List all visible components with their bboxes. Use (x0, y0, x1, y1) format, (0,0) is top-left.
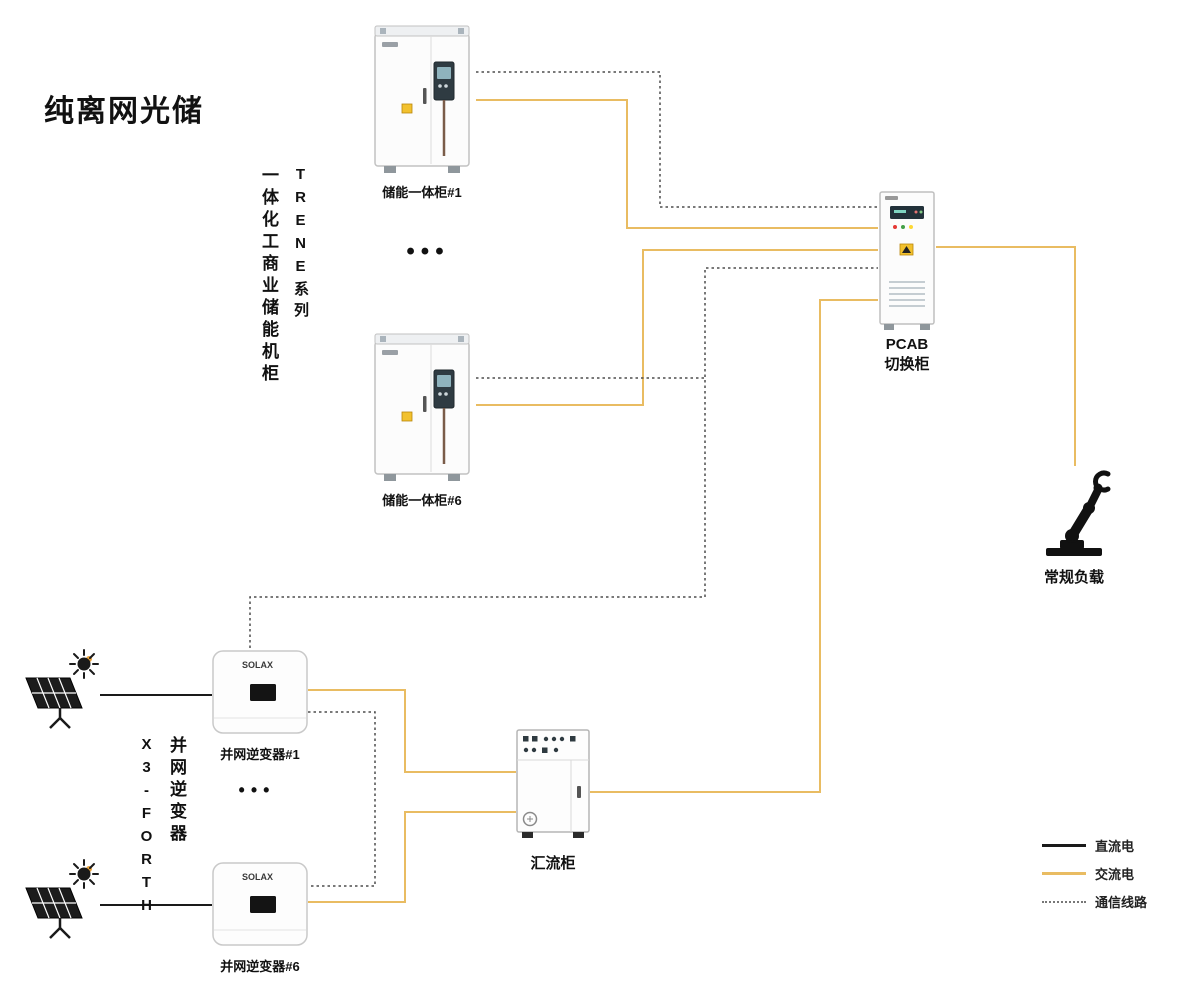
legend-item-dc: 直流电 (1042, 836, 1147, 855)
combiner-label: 汇流柜 (530, 855, 576, 872)
storage-cabinet-6-icon (368, 330, 476, 484)
legend-item-ac: 交流电 (1042, 864, 1147, 883)
inverter-group-label: X3-FORTH 并网逆变器 (138, 736, 189, 920)
ac-line (590, 299, 878, 793)
combiner-cabinet-icon (514, 722, 592, 840)
storage-group-name: 一体化工商业储能机柜 (259, 166, 278, 386)
inverter-ellipsis: ••• (238, 780, 276, 800)
load-label: 常规负载 (1043, 569, 1104, 586)
storage-cabinet-6-label: 储能一体柜#6 (382, 493, 462, 508)
ac-line (308, 811, 516, 903)
legend: 直流电 交流电 通信线路 (1042, 836, 1147, 911)
comm-line (476, 71, 878, 208)
cabinet-ellipsis: ••• (406, 238, 450, 265)
pcab-type: 切换柜 (884, 356, 930, 373)
storage-cabinet-1-label: 储能一体柜#1 (382, 185, 462, 200)
comm-line (308, 711, 376, 887)
pcab-label: PCAB 切换柜 (861, 336, 953, 374)
pcab-cabinet-icon (876, 186, 938, 332)
solar-panel-icon (18, 858, 110, 946)
ac-legend-label: 交流电 (1095, 867, 1135, 882)
grid-inverter-6-label: 并网逆变器#6 (220, 959, 300, 974)
ac-line (476, 249, 878, 406)
grid-inverter-1-icon: SOLAX (210, 648, 310, 738)
inverter-group-name: 并网逆变器 (167, 736, 186, 846)
robot-arm-icon (1032, 466, 1116, 560)
pcab-name: PCAB (885, 336, 929, 353)
legend-item-comm: 通信线路 (1042, 892, 1147, 911)
inverter-group-series: X3-FORTH (138, 736, 155, 920)
comm-line-sample (1042, 900, 1086, 903)
dc-legend-label: 直流电 (1095, 839, 1135, 854)
comm-line (249, 267, 878, 648)
storage-group-series: TRENE系列 (292, 166, 309, 323)
ac-line-sample (1042, 872, 1086, 875)
ac-line (308, 689, 516, 773)
storage-group-label: 一体化工商业储能机柜 TRENE系列 (256, 166, 311, 386)
ac-line (476, 99, 878, 229)
dc-line-sample (1042, 844, 1086, 847)
storage-cabinet-1-icon (368, 22, 476, 176)
inverter-brand-logo: SOLAX (242, 872, 273, 882)
comm-legend-label: 通信线路 (1095, 895, 1148, 910)
page-title: 纯离网光储 (44, 95, 204, 128)
grid-inverter-1-label: 并网逆变器#1 (220, 747, 300, 762)
inverter-brand-logo: SOLAX (242, 660, 273, 670)
grid-inverter-6-icon: SOLAX (210, 860, 310, 950)
solar-panel-icon (18, 648, 110, 736)
ac-line (936, 246, 1076, 466)
